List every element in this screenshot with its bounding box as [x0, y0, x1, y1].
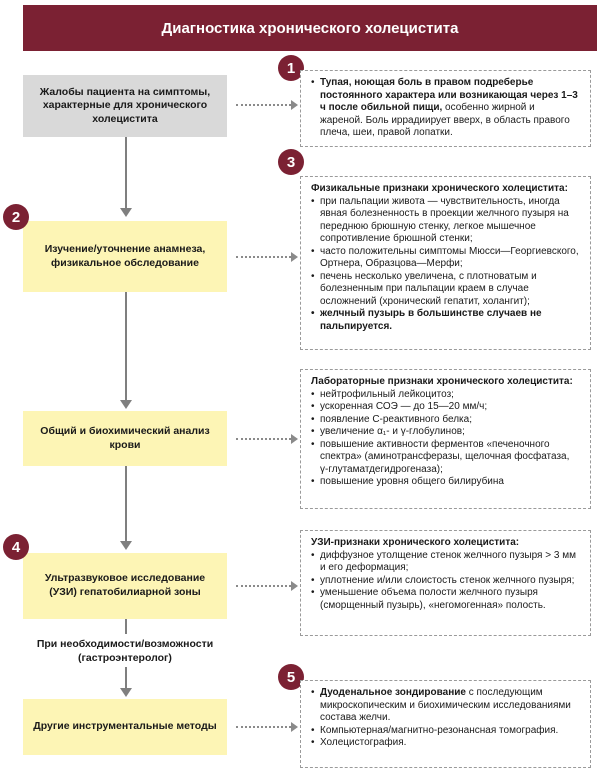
list-item: Компьютерная/магнитно-резонансная томогр… — [311, 725, 580, 738]
panel-lab-signs: Лабораторные признаки хронического холец… — [300, 369, 591, 509]
step-complaints: Жалобы пациента на симптомы, характерные… — [23, 75, 227, 137]
panel-instrumental-methods: Дуоденальное зондирование с последующим … — [300, 680, 591, 768]
flow-line — [125, 292, 127, 402]
badge-2: 2 — [3, 204, 29, 230]
badge-4: 4 — [3, 534, 29, 560]
flow-arrow — [120, 208, 132, 217]
list-item: повышение активности ферментов «печеночн… — [311, 439, 580, 477]
flow-arrow — [120, 400, 132, 409]
step-other-methods: Другие инструментальные методы — [23, 699, 227, 755]
flow-arrow — [120, 688, 132, 697]
list-item: диффузное утолщение стенок желчного пузы… — [311, 550, 580, 575]
list-item: Дуоденальное зондирование с последующим … — [311, 687, 580, 725]
dotted-arrow — [291, 434, 298, 444]
badge-5: 5 — [278, 664, 304, 690]
dotted-arrow — [291, 100, 298, 110]
dotted-connector — [236, 104, 291, 106]
page-title: Диагностика хронического холецистита — [23, 5, 597, 51]
dotted-arrow — [291, 722, 298, 732]
step-ultrasound: Ультразвуковое исследование (УЗИ) гепато… — [23, 553, 227, 619]
flow-arrow — [120, 541, 132, 550]
flow-line — [125, 667, 127, 690]
dotted-connector — [236, 256, 291, 258]
gastroenterologist-note: При необходимости/возможности (гастроэнт… — [36, 638, 214, 664]
step-anamnesis: Изучение/уточнение анамнеза, физикальное… — [23, 221, 227, 292]
step-blood-test: Общий и биохимический анализ крови — [23, 411, 227, 466]
panel-ultrasound-signs: УЗИ-признаки хронического холецистита: д… — [300, 530, 591, 636]
dotted-connector — [236, 726, 291, 728]
list-item: повышение уровня общего билирубина — [311, 476, 580, 489]
panel-heading: Лабораторные признаки хронического холец… — [311, 376, 573, 387]
list-item: уменьшение объема полости желчного пузыр… — [311, 587, 580, 612]
dotted-arrow — [291, 252, 298, 262]
list-item: Холецистография. — [311, 737, 580, 750]
list-item: желчный пузырь в большинстве случаев не … — [311, 308, 580, 333]
list-item: печень несколько увеличена, с плотноваты… — [311, 271, 580, 309]
flow-line — [125, 137, 127, 210]
list-item: при пальпации живота — чувствительность,… — [311, 196, 580, 246]
panel-physical-signs: Физикальные признаки хронического холеци… — [300, 176, 591, 350]
flow-line — [125, 619, 127, 634]
dotted-connector — [236, 585, 291, 587]
panel-heading: Физикальные признаки хронического холеци… — [311, 183, 568, 194]
flow-line — [125, 466, 127, 543]
symptoms-item: Тупая, ноющая боль в правом подреберье п… — [311, 77, 580, 140]
badge-1: 1 — [278, 55, 304, 81]
list-item: появление С-реактивного белка; — [311, 414, 580, 427]
list-item: уплотнение и/или слоистость стенок желчн… — [311, 575, 580, 588]
panel-heading: УЗИ-признаки хронического холецистита: — [311, 537, 520, 548]
list-item: нейтрофильный лейкоцитоз; — [311, 389, 580, 402]
panel-symptoms: Тупая, ноющая боль в правом подреберье п… — [300, 70, 591, 147]
list-item: ускоренная СОЭ — до 15—20 мм/ч; — [311, 401, 580, 414]
list-item: увеличение α₁- и γ-глобулинов; — [311, 426, 580, 439]
list-item: часто положительны симптомы Мюсси—Георги… — [311, 246, 580, 271]
badge-3: 3 — [278, 149, 304, 175]
dotted-connector — [236, 438, 291, 440]
dotted-arrow — [291, 581, 298, 591]
